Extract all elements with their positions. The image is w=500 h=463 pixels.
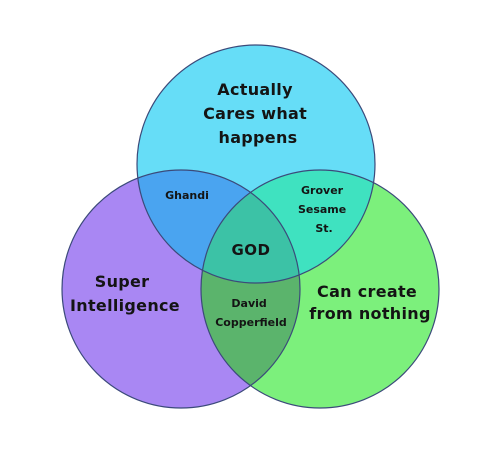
top-circle-label: Actually Cares what happens — [203, 80, 313, 147]
center-intersection-label: GOD — [231, 241, 270, 259]
left-right-intersection-label: David Copperfield — [215, 297, 287, 329]
outline-top — [136, 44, 376, 284]
intersection-center — [201, 170, 300, 283]
left-circle-label: Super Intelligence — [70, 272, 180, 315]
outline-right — [200, 169, 440, 409]
right-circle-label: Can create from nothing — [309, 282, 430, 323]
top-right-intersection-label: Grover Sesame St. — [298, 184, 350, 235]
top-left-intersection-label: Ghandi — [165, 189, 209, 202]
outline-left — [61, 169, 301, 409]
